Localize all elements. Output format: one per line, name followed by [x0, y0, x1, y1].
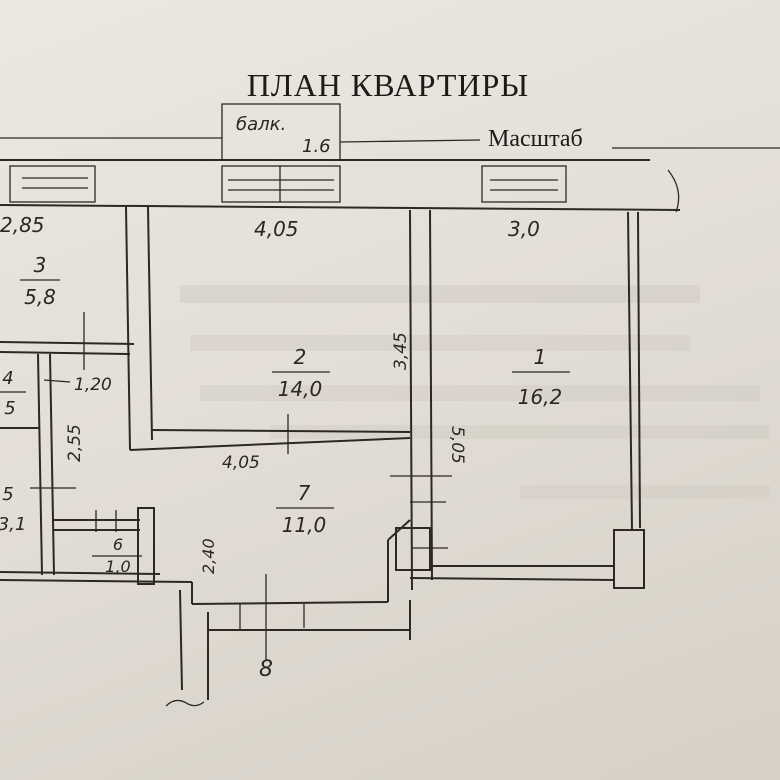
room-4: 4 5: [0, 368, 26, 419]
room-number: 3: [34, 253, 47, 277]
dimension-top-right: 3,0: [508, 217, 540, 241]
room-3: 3 5,8: [20, 253, 60, 309]
room-1: 1 16,2: [512, 345, 570, 409]
dimension-corridor: 1,20: [74, 375, 112, 395]
room-number: 8: [259, 657, 273, 682]
room-7: 7 11,0: [276, 481, 334, 537]
bleed-through-text: [180, 285, 770, 499]
room-number: 6: [113, 535, 123, 554]
dimension-ticks: [30, 312, 452, 707]
room-area: 3,1: [0, 514, 26, 535]
balcony-size: 1.6: [302, 136, 331, 157]
room-8: 8: [259, 657, 273, 682]
balcony-label: балк.: [236, 114, 286, 135]
scale-label: Масштаб: [488, 126, 583, 152]
room-area: 5,8: [24, 285, 56, 309]
room-number: 1: [534, 345, 547, 369]
room-area: 16,2: [518, 385, 563, 409]
room-6: 6 1,0: [92, 535, 142, 576]
interior-walls: [0, 206, 645, 700]
dimension-room2-bottom: 4,05: [222, 453, 260, 473]
top-rule-right: [339, 139, 481, 143]
room-5: 5 3,1: [0, 484, 26, 535]
dimension-room1-vertical: 5,05: [447, 426, 467, 464]
room-number: 7: [298, 481, 311, 505]
room-number: 4: [2, 368, 13, 389]
room-area: 1,0: [105, 557, 130, 576]
room-2: 2 14,0: [272, 345, 330, 401]
room-area: 11,0: [282, 513, 327, 537]
room-area: 14,0: [278, 377, 323, 401]
facade-wall: [0, 159, 681, 213]
dimension-top-mid: 4,05: [254, 217, 299, 241]
dimension-hall-vertical: 2,40: [199, 538, 218, 574]
plan-title: ПЛАН КВАРТИРЫ: [247, 67, 529, 103]
dimension-top-left: 2,85: [0, 213, 45, 237]
room-number: 2: [294, 345, 307, 369]
dimension-left-vertical: 2,55: [65, 424, 85, 462]
room-number: 5: [2, 484, 13, 505]
room-area: 5: [4, 398, 15, 419]
dimension-room2-vertical: 3,45: [391, 332, 411, 370]
